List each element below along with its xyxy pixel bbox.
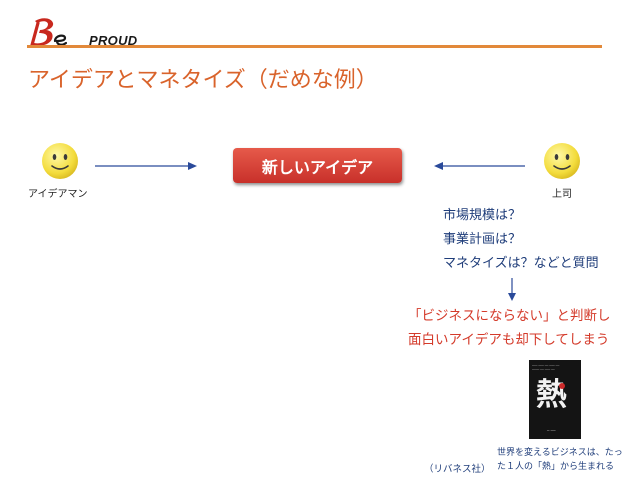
question-line: 市場規模は？: [443, 208, 522, 223]
book-cover-image: ─── ─── ── ─── ────── ── ─── ── 熱 ─ ──: [529, 360, 581, 439]
smiley-face-icon: [543, 142, 581, 180]
arrow-left-icon: [434, 162, 525, 170]
verdict-line: 面白いアイデアも却下してしまう: [408, 332, 610, 348]
logo-text: PROUD: [89, 33, 138, 48]
arrow-down-icon: [508, 278, 516, 301]
be-proud-logo: PROUD: [27, 15, 138, 48]
caption-line: 世界を変えるビジネスは、たっ: [497, 448, 623, 458]
arrow-right-icon: [95, 162, 197, 170]
book-caption: 世界を変えるビジネスは、たっ た１人の「熱」から生まれる: [497, 446, 623, 474]
book-publisher: （リバネス社）: [424, 464, 491, 475]
question-line: 事業計画は？: [443, 232, 522, 247]
header-divider: [27, 45, 602, 48]
boss-questions: 市場規模は？ 事業計画は？ マネタイズは？などと質問: [443, 204, 599, 276]
new-idea-box: 新しいアイデア: [233, 148, 402, 183]
smiley-face-icon: [41, 142, 79, 180]
rejection-verdict: 「ビジネスにならない」と判断し 面白いアイデアも却下してしまう: [408, 304, 611, 352]
book-accent-dot: [559, 383, 565, 389]
caption-line: た１人の「熱」から生まれる: [497, 462, 615, 472]
question-line: マネタイズは？などと質問: [443, 256, 599, 271]
verdict-line: 「ビジネスにならない」と判断し: [408, 308, 611, 324]
be-logo-mark-icon: [30, 18, 67, 47]
idea-person-label: アイデアマン: [28, 189, 88, 200]
book-cover-text: ─── ─── ── ─── ────── ── ─── ──: [532, 364, 560, 372]
book-author-mark: ─ ──: [547, 428, 556, 433]
boss-label: 上司: [552, 189, 572, 200]
slide-title: アイデアとマネタイズ（だめな例）: [28, 68, 378, 93]
